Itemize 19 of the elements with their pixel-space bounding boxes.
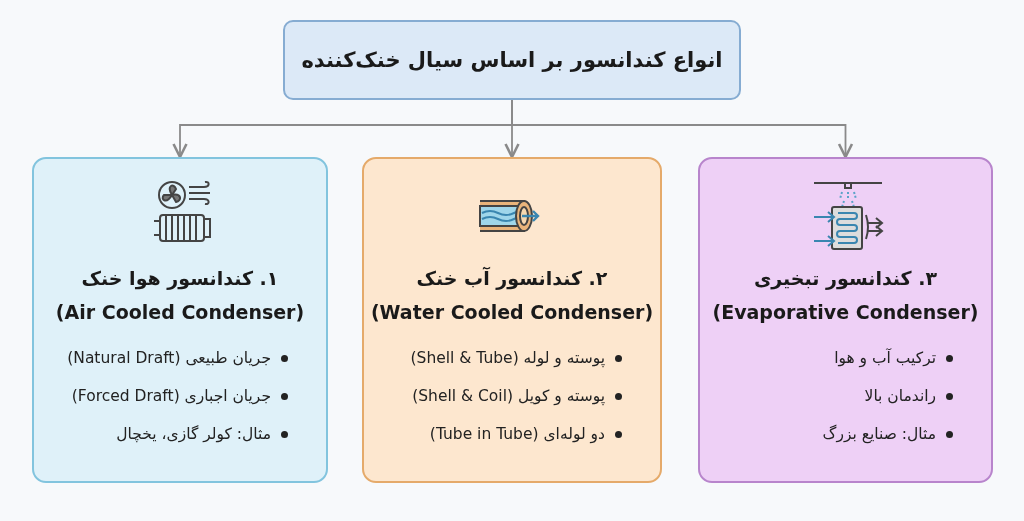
bullet-text: مثال: کولر گازی، یخچال [116, 425, 271, 443]
english-name: (Evaporative Condenser) [712, 301, 979, 323]
category-box [698, 157, 993, 483]
category-heading: ۳. کندانسور تبخیری [753, 267, 938, 289]
bullet-text: مثال: صنایع بزرگ [822, 425, 936, 443]
bullet-text: ترکیب آب و هوا [834, 349, 936, 367]
english-name: (Water Cooled Condenser) [370, 301, 654, 323]
bullet-text: دو لوله‌ای (Tube in Tube) [429, 425, 605, 443]
bullet-text: جریان طبیعی (Natural Draft) [67, 349, 271, 367]
bullet-text: جریان اجباری (Forced Draft) [71, 387, 271, 405]
category-heading: ۱. کندانسور هوا خنک [81, 267, 279, 289]
category-box [362, 157, 662, 483]
bullet-text: پوسته و لوله (Shell & Tube) [410, 349, 605, 367]
english-name: (Air Cooled Condenser) [55, 301, 305, 323]
category-box [32, 157, 328, 483]
title-box: انواع کندانسور بر اساس سیال خنک‌کننده [283, 20, 741, 100]
bullet-text: راندمان بالا [864, 387, 936, 405]
bullet-text: پوسته و کویل (Shell & Coil) [412, 387, 605, 405]
category-heading: ۲. کندانسور آب خنک [416, 267, 608, 289]
